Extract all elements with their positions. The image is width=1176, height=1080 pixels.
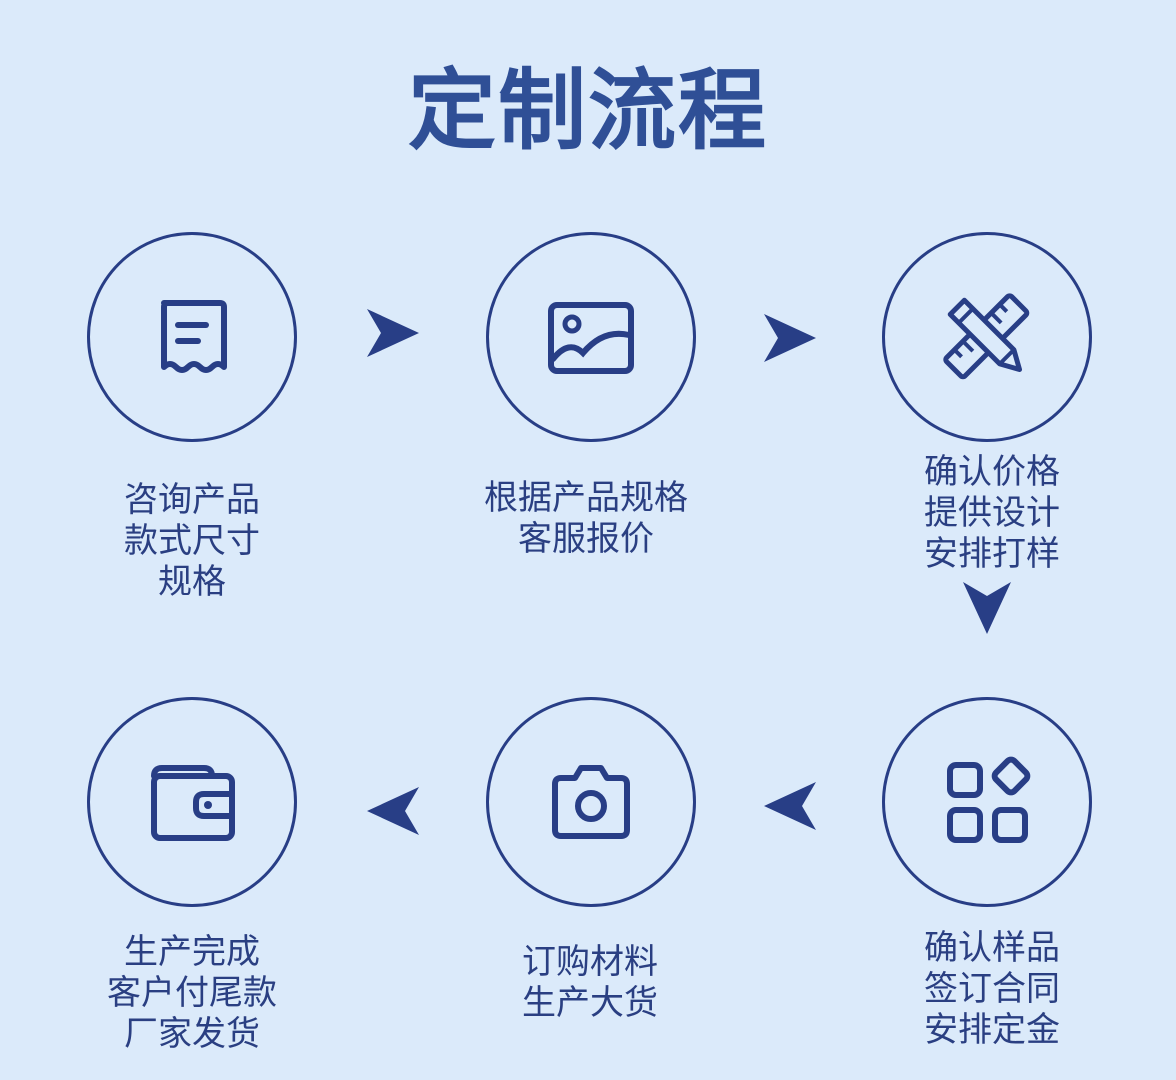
step-circle xyxy=(486,232,696,442)
step-1 xyxy=(87,232,297,442)
image-icon xyxy=(548,302,634,374)
page-title: 定制流程 xyxy=(407,59,768,162)
arrow-left-icon xyxy=(367,787,419,835)
step-5 xyxy=(486,697,696,907)
step-4 xyxy=(882,697,1092,907)
arrow-left-icon xyxy=(764,782,816,830)
design-tools-icon xyxy=(943,293,1030,380)
step-3 xyxy=(882,232,1092,442)
arrow-down-icon xyxy=(963,582,1011,634)
step-circle xyxy=(486,697,696,907)
step-6-label: 生产完成 客户付尾款 厂家发货 xyxy=(107,932,277,1054)
step-6 xyxy=(87,697,297,907)
step-circle xyxy=(87,697,297,907)
wallet-icon xyxy=(151,765,235,841)
step-4-label: 确认样品 签订合同 安排定金 xyxy=(924,928,1060,1050)
apps-grid-icon xyxy=(947,756,1031,843)
step-circle xyxy=(882,232,1092,442)
camera-icon xyxy=(552,765,630,839)
receipt-icon xyxy=(161,300,227,373)
step-1-label: 咨询产品 款式尺寸 规格 xyxy=(124,480,260,602)
step-2-label: 根据产品规格 客服报价 xyxy=(484,478,688,559)
arrow-right-icon xyxy=(367,309,419,357)
arrow-right-icon xyxy=(764,314,816,362)
step-2 xyxy=(486,232,696,442)
step-circle xyxy=(882,697,1092,907)
step-circle xyxy=(87,232,297,442)
step-5-label: 订购材料 生产大货 xyxy=(522,942,658,1023)
step-3-label: 确认价格 提供设计 安排打样 xyxy=(924,452,1060,574)
